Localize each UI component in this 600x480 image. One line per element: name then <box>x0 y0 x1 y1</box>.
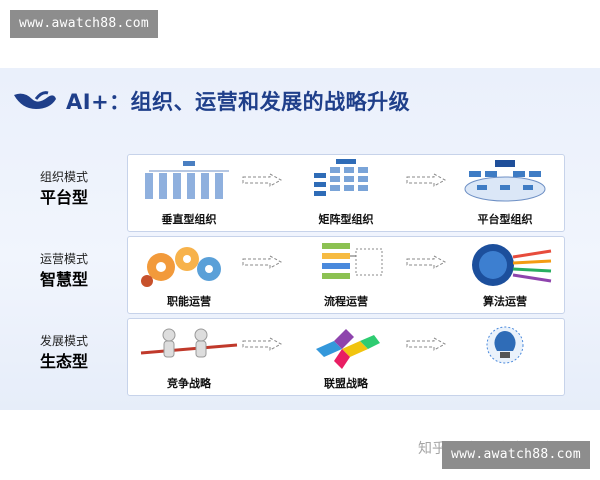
row-operation: 运营模式 智慧型 职能运营 <box>0 236 600 314</box>
item-caption: 矩阵型组织 <box>318 213 374 226</box>
row-type: 生态型 <box>40 352 89 371</box>
row-label: 组织模式 平台型 <box>40 168 120 210</box>
dashed-arrow-icon <box>242 255 282 269</box>
slide-title-bar: AI+：组织、运营和发展的战略升级 <box>12 86 410 116</box>
item-process-ops: 流程运营 <box>291 241 401 311</box>
item-matrix-org: 矩阵型组织 <box>291 159 401 229</box>
dashed-arrow-icon <box>242 337 282 351</box>
item-caption: 垂直型组织 <box>161 213 217 226</box>
item-caption: 算法运营 <box>483 295 527 308</box>
row-panel: 竞争战略 联盟战略 <box>127 318 565 396</box>
item-caption: 职能运营 <box>167 295 211 308</box>
org-chart-matrix-icon <box>314 159 368 196</box>
item-algorithm-ops: 算法运营 <box>450 241 560 311</box>
dashed-arrow-icon <box>242 173 282 187</box>
item-caption: 流程运营 <box>324 295 368 308</box>
item-caption: 联盟战略 <box>324 377 368 390</box>
item-ecosystem-strategy <box>450 323 560 393</box>
row-type: 智慧型 <box>40 270 89 289</box>
watermark-bottom: www.awatch88.com <box>441 441 590 469</box>
competing-figures-icon <box>140 328 238 358</box>
item-vertical-org: 垂直型组织 <box>134 159 244 229</box>
row-label: 发展模式 生态型 <box>40 332 120 374</box>
item-caption: 竞争战略 <box>167 377 211 390</box>
row-label: 运营模式 智慧型 <box>40 250 120 292</box>
gears-icon <box>141 247 221 287</box>
alliance-pieces-icon <box>316 329 380 369</box>
item-competition-strategy: 竞争战略 <box>134 323 244 393</box>
row-organization: 组织模式 平台型 垂直型组织 <box>0 154 600 232</box>
slide-title: AI+：组织、运营和发展的战略升级 <box>66 90 411 114</box>
watermark-top: www.awatch88.com <box>10 10 159 38</box>
org-chart-vertical-icon <box>145 161 229 199</box>
item-alliance-strategy: 联盟战略 <box>291 323 401 393</box>
row-mode: 组织模式 <box>40 170 89 184</box>
algorithm-globe-icon <box>472 244 552 286</box>
item-platform-org: 平台型组织 <box>450 159 560 229</box>
dashed-arrow-icon <box>406 337 446 351</box>
lightbulb-ecosystem-icon <box>486 326 524 364</box>
row-development: 发展模式 生态型 竞争战略 <box>0 318 600 396</box>
org-chart-platform-icon <box>464 160 546 202</box>
row-type: 平台型 <box>40 188 89 207</box>
dashed-arrow-icon <box>406 173 446 187</box>
flowchart-icon <box>322 243 383 279</box>
row-mode: 发展模式 <box>40 334 89 348</box>
dashed-arrow-icon <box>406 255 446 269</box>
item-caption: 平台型组织 <box>477 213 533 226</box>
slide: AI+：组织、运营和发展的战略升级 组织模式 平台型 垂直型组织 <box>0 68 600 457</box>
row-mode: 运营模式 <box>40 252 89 266</box>
swan-logo-icon <box>14 91 56 109</box>
row-panel: 垂直型组织 矩阵型组织 <box>127 154 565 232</box>
item-functional-ops: 职能运营 <box>134 241 244 311</box>
row-panel: 职能运营 流程运营 <box>127 236 565 314</box>
